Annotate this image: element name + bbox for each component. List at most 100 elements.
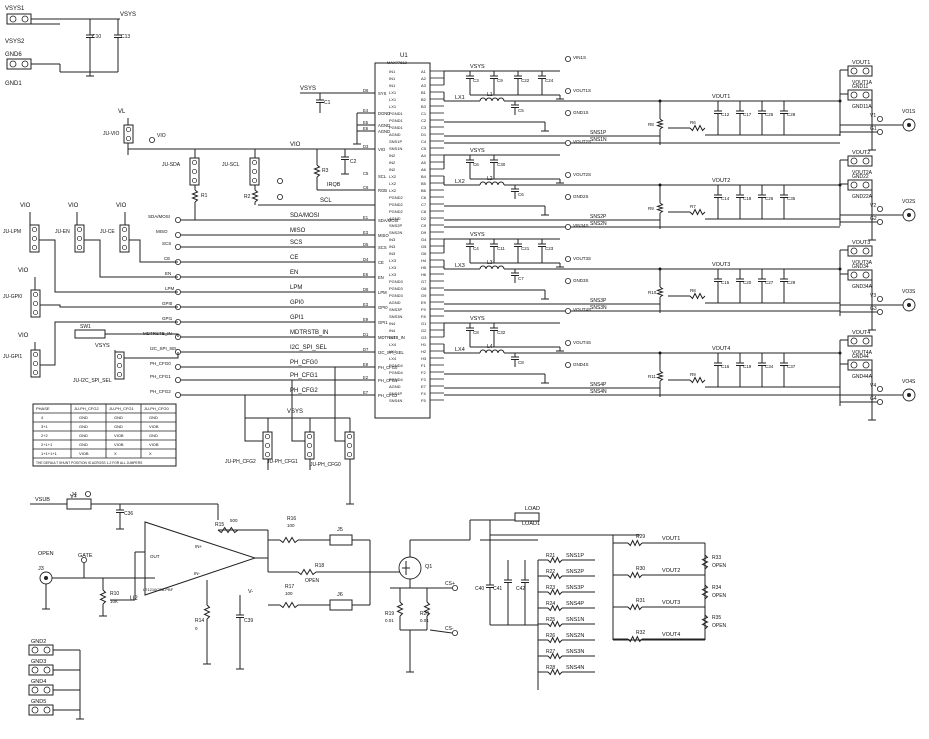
vout-load-label: R30 bbox=[636, 566, 645, 572]
vout-load-resistor bbox=[627, 635, 643, 643]
feedback-resistor-label: R6 bbox=[690, 120, 696, 125]
sense-resistor bbox=[547, 572, 563, 580]
power-inductor bbox=[479, 349, 505, 354]
sda-mosi-net-label: SDA/MOSI bbox=[290, 213, 320, 219]
sma-center bbox=[907, 123, 911, 127]
gnd-connector-label: GND22 bbox=[852, 174, 869, 180]
header-pin bbox=[191, 168, 198, 175]
u1-right-pin-name: IN3 bbox=[389, 251, 396, 256]
c41-label: C41 bbox=[493, 586, 502, 592]
load-shunt-label: R34 bbox=[712, 585, 721, 591]
gnd-connector-label: GND44 bbox=[852, 354, 869, 360]
c39-label: C39 bbox=[244, 618, 253, 624]
input-capacitor bbox=[466, 327, 474, 331]
ground-symbol bbox=[406, 668, 414, 673]
lx-net-label: LX1 bbox=[455, 95, 465, 101]
u1-right-pin-name: SNS2N bbox=[389, 230, 402, 235]
r16-value: 100 bbox=[287, 523, 295, 528]
i2c-wire bbox=[124, 352, 179, 359]
vout-sense-test-point bbox=[565, 255, 572, 262]
vouta-connector-label: VOUT2A bbox=[852, 170, 873, 176]
v-tp-label: V3 bbox=[870, 293, 876, 299]
inductor-label: L3 bbox=[487, 260, 493, 266]
cfg1-wire bbox=[291, 380, 305, 442]
vl-net-label: VL bbox=[118, 109, 126, 115]
output-capacitor bbox=[736, 110, 744, 114]
u1-right-pin-number: A5 bbox=[421, 160, 427, 165]
load-shunt-value: OPEN bbox=[712, 623, 727, 629]
sense-resistor-net: SNS3P bbox=[566, 585, 584, 591]
u1-refdes: U1 bbox=[400, 53, 408, 59]
lx-net-label: LX2 bbox=[455, 179, 465, 185]
pad-hole bbox=[21, 15, 29, 23]
gnd-sense-tp-label: GND3S bbox=[573, 278, 589, 283]
vout-connector bbox=[847, 335, 873, 347]
sense-resistor-net: SNS2P bbox=[566, 569, 584, 575]
u1-left-pin-name: AGND bbox=[378, 129, 390, 134]
u1-right-pin-number: F3 bbox=[421, 377, 426, 382]
header-pin bbox=[125, 135, 132, 142]
r16-label: R16 bbox=[287, 516, 296, 522]
pad-hole bbox=[862, 337, 870, 345]
feedback-resistor-label: R9 bbox=[690, 372, 696, 377]
r15-label: R15 bbox=[215, 522, 224, 528]
header-pin bbox=[32, 309, 39, 316]
sense-resistor bbox=[547, 652, 563, 660]
c2-label: C2 bbox=[350, 159, 357, 165]
u1-left-pin-number: E9 bbox=[363, 317, 369, 322]
output-cap-label: C15 bbox=[721, 280, 730, 285]
u1-left-pin-name: RGB bbox=[378, 188, 387, 193]
vout-bus-label: VOUT1 bbox=[712, 94, 730, 100]
u1-left-pin-number: D8 bbox=[363, 287, 369, 292]
r1-resistor bbox=[191, 189, 199, 203]
gnd-connector bbox=[847, 269, 873, 281]
header-pin bbox=[306, 442, 313, 449]
gnd-connector-label: GND11 bbox=[852, 84, 869, 90]
u1-left-pin-name: SCL bbox=[378, 174, 387, 179]
ju-ph-cfg0-label: JU-PH_CFG0 bbox=[310, 462, 341, 468]
sns-p-label: SNS2P bbox=[590, 214, 607, 220]
u1-left-pin-number: E5 bbox=[363, 120, 369, 125]
u1-right-pin-number: C3 bbox=[421, 125, 427, 130]
u1-right-pin-name: IN2 bbox=[389, 153, 396, 158]
u1-right-pin-name: IN1 bbox=[389, 76, 396, 81]
g-tp-label: G2 bbox=[870, 216, 877, 222]
g-test-point bbox=[877, 128, 884, 135]
u1-right-pin-number: B1 bbox=[421, 90, 427, 95]
u1-left-pin-name: SYS bbox=[378, 91, 387, 96]
op-amp-out-label: OUT bbox=[150, 554, 160, 559]
ph-cfg2-test-point bbox=[174, 391, 181, 398]
input-cap-label: C21 bbox=[521, 246, 530, 251]
output-cap-label: C17 bbox=[743, 112, 752, 117]
u1-right-pin-number: G9 bbox=[421, 293, 427, 298]
ju-ph-cfg1-header bbox=[304, 431, 315, 460]
u1-right-pin-name: LX1 bbox=[389, 97, 397, 102]
j3-label: J3 bbox=[38, 566, 44, 572]
ph-cfg0-test-point bbox=[174, 363, 181, 370]
pad-hole bbox=[862, 271, 870, 279]
j6-label: J6 bbox=[337, 592, 343, 598]
load-shunt-label: R35 bbox=[712, 615, 721, 621]
input-capacitor bbox=[466, 75, 474, 79]
output-capacitor bbox=[736, 194, 744, 198]
vout-divider-resistor bbox=[655, 202, 665, 214]
c36-label: C36 bbox=[124, 511, 133, 517]
vout-load-resistor bbox=[627, 539, 643, 547]
i2c-spi-sel-net-label: I2C_SPI_SEL bbox=[290, 345, 328, 351]
u1-right-pin-name: IN1 bbox=[389, 69, 396, 74]
u1-right-pin-name: LX4 bbox=[389, 356, 397, 361]
gpi0-tp-label: GPI0 bbox=[162, 301, 173, 306]
sns-p-label: SNS1P bbox=[590, 130, 607, 136]
ce-tp-label: CE bbox=[164, 256, 170, 261]
g-test-point bbox=[877, 218, 884, 225]
output-capacitor bbox=[780, 194, 788, 198]
gnda-connector-label: GND11A bbox=[852, 104, 872, 110]
input-cap-label: C11 bbox=[497, 246, 505, 251]
feedback-resistor bbox=[689, 208, 706, 216]
pad-hole bbox=[43, 706, 51, 714]
phase-table-cell: GND bbox=[149, 415, 158, 420]
u1-right-pin-number: B3 bbox=[421, 104, 427, 109]
gnd-sense-tp-label: GND4S bbox=[573, 362, 589, 367]
phase-input-tp-label: VIN34S bbox=[573, 223, 589, 228]
ground-symbol bbox=[42, 605, 50, 610]
